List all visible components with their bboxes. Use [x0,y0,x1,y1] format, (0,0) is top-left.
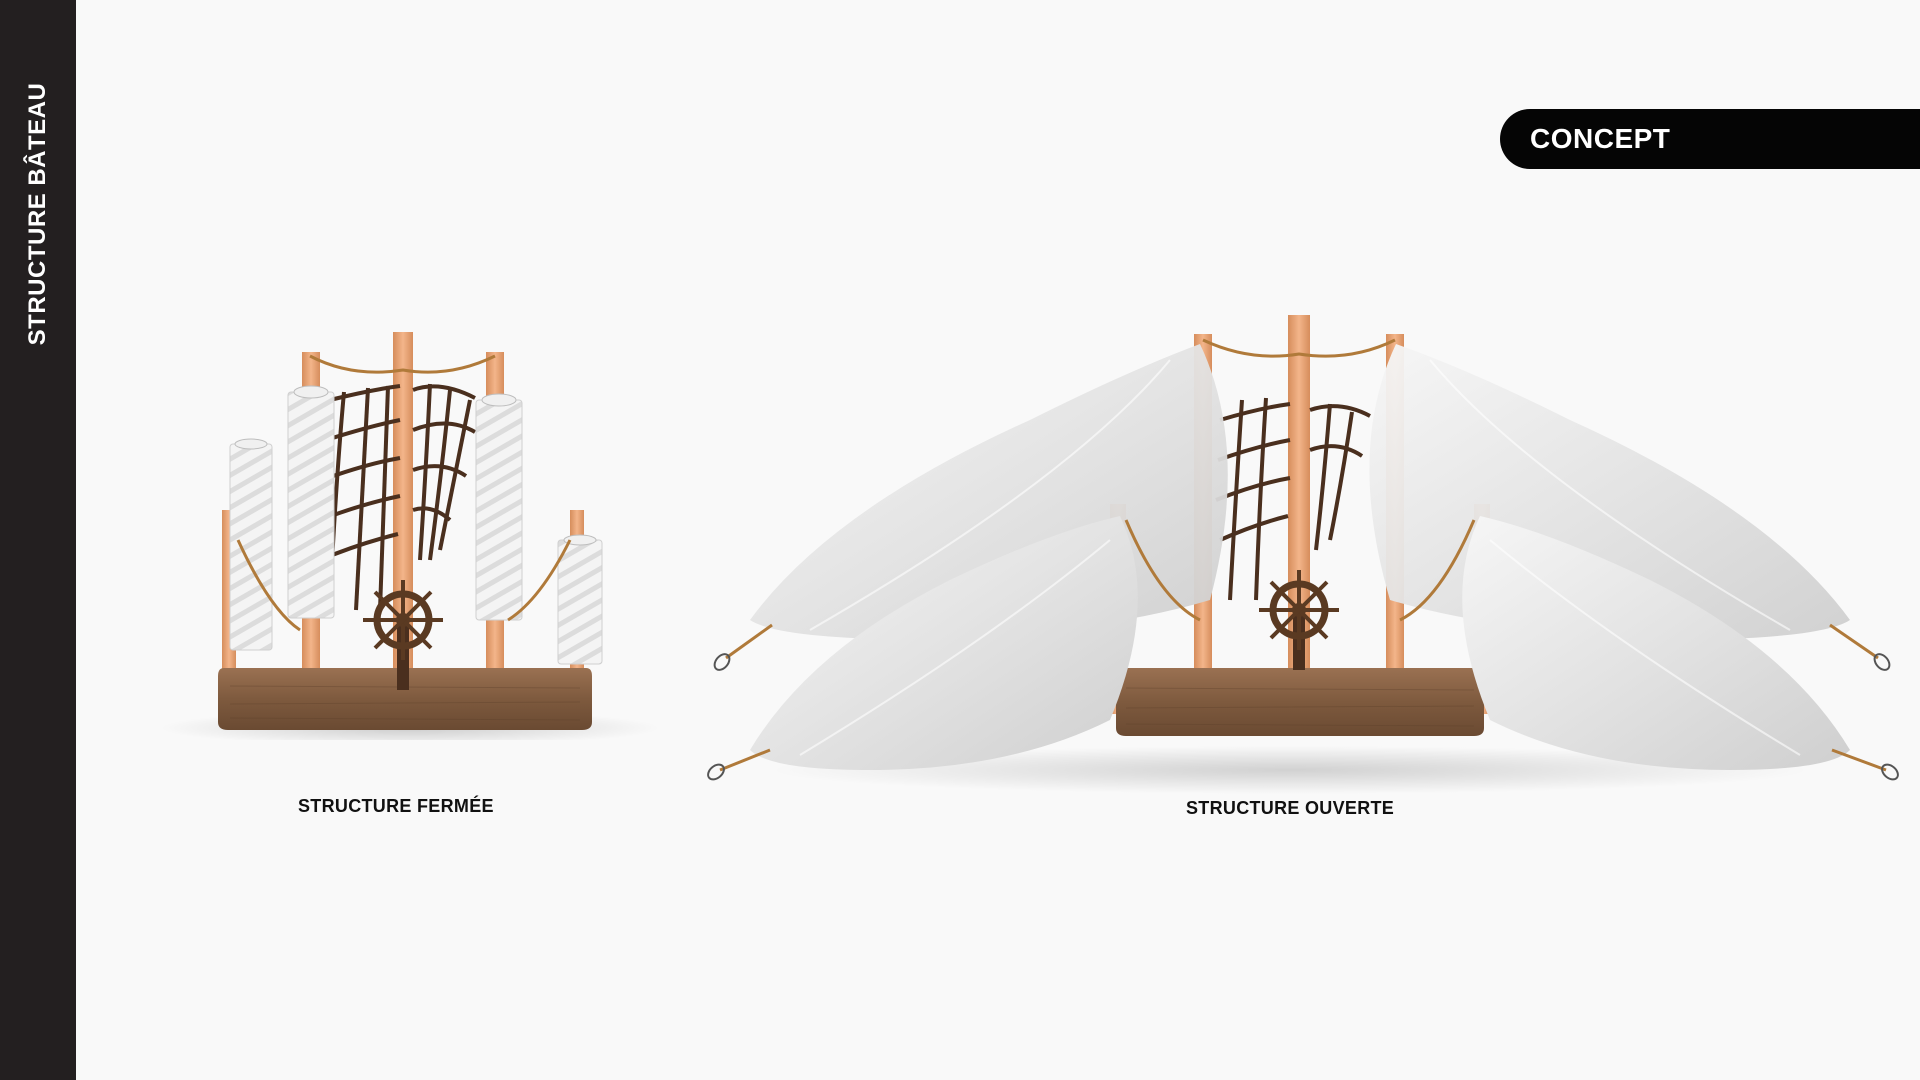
open-boat-svg [707,315,1899,794]
sail-cap [234,438,268,450]
main-mast [393,332,413,702]
sail-cap [481,393,517,407]
closed-boat-svg [160,332,660,740]
top-rope [1202,338,1396,358]
top-rope [309,354,496,374]
rolled-sail-right [475,399,523,621]
concept-badge: CONCEPT [1500,109,1920,169]
sail-cap [293,385,329,399]
rolled-sail-far-right [557,539,603,665]
sidebar: STRUCTURE BÂTEAU [0,0,76,1080]
anchor-ropes [719,623,1887,772]
wooden-deck [1116,668,1484,736]
open-structure-caption: STRUCTURE OUVERTE [1186,798,1395,818]
side-rope-left [1124,519,1201,622]
sail-front-right [1462,516,1850,770]
rolled-sail-far-left [229,443,273,651]
closed-structure-illustration [130,320,690,740]
wood-grain [1125,687,1475,727]
sail-cap [563,534,597,546]
rope-net [1215,397,1371,601]
side-rope-left [236,539,301,632]
ship-wheel-icon [1259,570,1339,670]
rope-net [319,383,477,611]
wooden-deck [218,668,592,730]
carabiner-icon [707,653,1899,781]
side-rope-right [507,539,572,622]
ship-wheel-icon [363,580,443,690]
rolled-sail-left [287,391,335,619]
side-rope-right [1399,519,1476,622]
concept-label: CONCEPT [1530,123,1671,154]
closed-structure-caption: STRUCTURE FERMÉE [298,796,494,816]
ground-shadow [770,746,1810,794]
sail-seams [799,359,1801,756]
open-structure-illustration [690,300,1920,800]
sail-front-left [750,516,1138,770]
sidebar-title: STRUCTURE BÂTEAU [24,82,51,346]
